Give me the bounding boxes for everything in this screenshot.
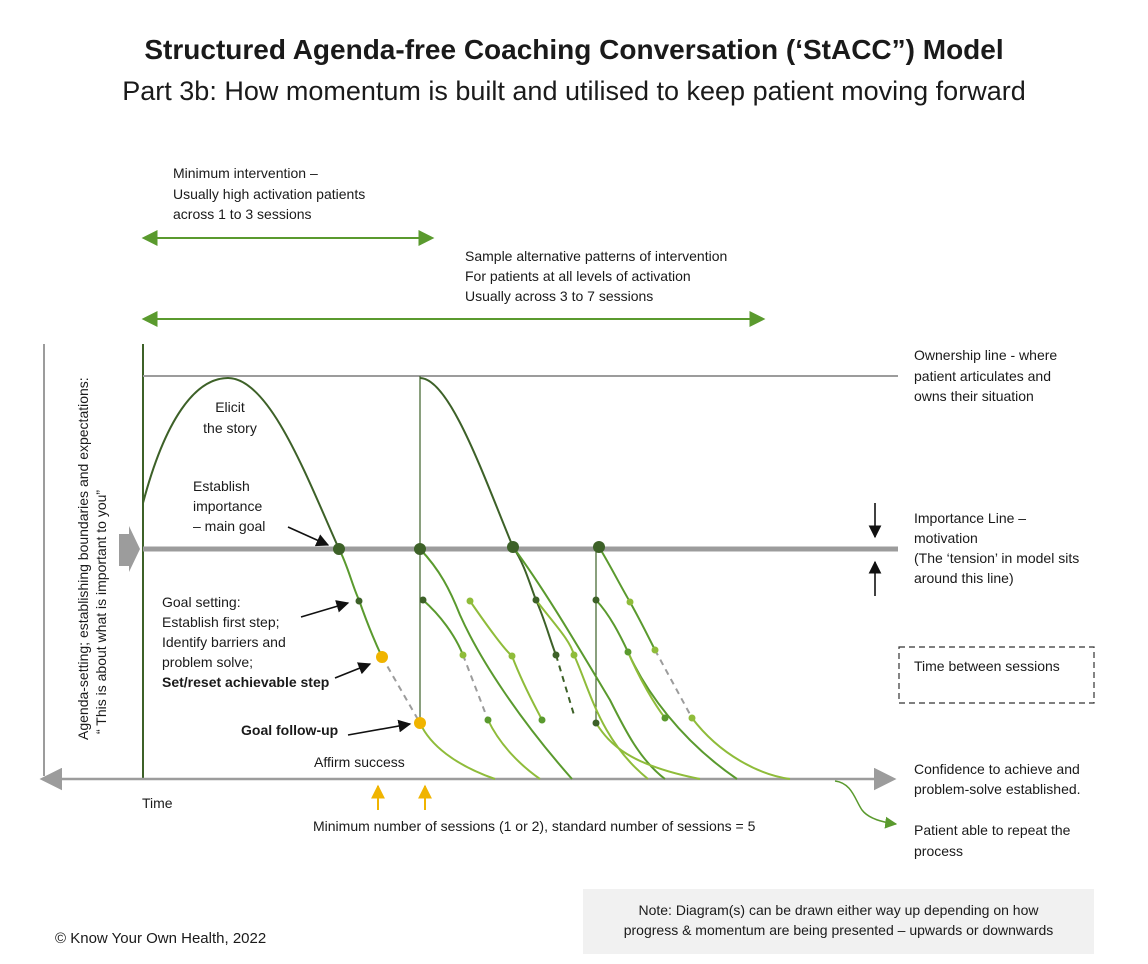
importance-dot-3 bbox=[507, 541, 519, 553]
min-intervention-label: Minimum intervention – Usually high acti… bbox=[173, 165, 365, 222]
dashed-reset-1 bbox=[381, 656, 421, 724]
set-reset-label: Set/reset achievable step bbox=[162, 674, 329, 690]
followup-curve-1 bbox=[419, 722, 496, 780]
copyright: © Know Your Own Health, 2022 bbox=[55, 930, 267, 947]
time-label: Time bbox=[142, 795, 173, 811]
min-sessions-label: Minimum number of sessions (1 or 2), sta… bbox=[313, 818, 756, 834]
importance-dot-1 bbox=[333, 543, 345, 555]
time-between-sessions-box bbox=[898, 646, 1095, 704]
dashed-reset-4 bbox=[654, 649, 693, 719]
svg-text:problem solve;: problem solve; bbox=[162, 654, 253, 670]
entry-arrow bbox=[119, 526, 140, 572]
svg-text:problem-solve established.: problem-solve established. bbox=[914, 781, 1081, 797]
affirm-label: Affirm success bbox=[314, 754, 405, 770]
vertical-axis-label: Agenda-setting; establishing boundaries … bbox=[75, 377, 109, 740]
second-session-curve bbox=[419, 377, 514, 548]
set-reset-arrow bbox=[334, 662, 372, 679]
descent-curve-3b bbox=[512, 546, 666, 780]
followup-curve-4 bbox=[691, 717, 791, 780]
svg-text:Establish first step;: Establish first step; bbox=[162, 614, 280, 630]
time-between-sessions-label: Time between sessions bbox=[914, 658, 1060, 674]
svg-text:Minimum intervention –: Minimum intervention – bbox=[173, 165, 318, 181]
svg-text:Patient able to repeat the: Patient able to repeat the bbox=[914, 822, 1071, 838]
svg-text:Usually high activation patien: Usually high activation patients bbox=[173, 186, 365, 202]
elicit-story-curve bbox=[142, 376, 340, 550]
note-line-1: Note: Diagram(s) can be drawn either way… bbox=[638, 902, 1039, 918]
page-subtitle: Part 3b: How momentum is built and utili… bbox=[122, 76, 1026, 106]
svg-text:motivation: motivation bbox=[914, 530, 978, 546]
svg-text:Confidence to achieve and: Confidence to achieve and bbox=[914, 761, 1080, 777]
goal-followup-arrow bbox=[347, 719, 412, 736]
svg-text:Importance Line –: Importance Line – bbox=[914, 510, 1026, 526]
svg-text:importance: importance bbox=[193, 498, 262, 514]
goal-setting-label: Goal setting: Establish first step; Iden… bbox=[162, 594, 329, 690]
goal-followup-label: Goal follow-up bbox=[241, 722, 338, 738]
dashed-reset-3 bbox=[555, 654, 575, 716]
svg-text:owns their situation: owns their situation bbox=[914, 388, 1034, 404]
followup-dot bbox=[414, 717, 426, 729]
descent-curve-3c bbox=[535, 599, 649, 780]
importance-label: Importance Line – motivation (The ‘tensi… bbox=[914, 510, 1079, 586]
svg-text:“ This is about what is impor: “ This is about what is important to you… bbox=[93, 490, 109, 734]
descent-curve-4b bbox=[595, 599, 738, 780]
establish-label: Establish importance – main goal bbox=[193, 478, 265, 534]
followup-curve-2 bbox=[487, 719, 541, 780]
goal-setting-arrow bbox=[300, 600, 350, 618]
confidence-label: Confidence to achieve and problem-solve … bbox=[914, 761, 1081, 797]
svg-text:– main goal: – main goal bbox=[193, 518, 265, 534]
descent-curve-4a bbox=[598, 546, 656, 651]
svg-text:(The ‘tension’ in model sits: (The ‘tension’ in model sits bbox=[914, 550, 1079, 566]
dashed-reset-2 bbox=[462, 654, 489, 721]
svg-text:across 1 to 3 sessions: across 1 to 3 sessions bbox=[173, 206, 312, 222]
alternative-patterns-label: Sample alternative patterns of intervent… bbox=[465, 248, 727, 304]
importance-dot-4 bbox=[593, 541, 605, 553]
repeat-label: Patient able to repeat the process bbox=[914, 822, 1071, 859]
ownership-label: Ownership line - where patient articulat… bbox=[914, 347, 1057, 404]
svg-text:process: process bbox=[914, 843, 963, 859]
descent-curve-2a bbox=[419, 548, 573, 780]
svg-text:the story: the story bbox=[203, 420, 257, 436]
svg-text:Goal setting:: Goal setting: bbox=[162, 594, 241, 610]
descent-curve-2b bbox=[422, 599, 464, 656]
establish-arrow bbox=[287, 526, 330, 547]
svg-text:Agenda-setting; establishing b: Agenda-setting; establishing boundaries … bbox=[75, 377, 91, 740]
repeat-process-arrow bbox=[834, 780, 898, 829]
page-title: Structured Agenda-free Coaching Conversa… bbox=[144, 34, 1004, 65]
descent-curve-2c bbox=[469, 600, 543, 721]
elicit-label: Elicit the story bbox=[203, 399, 257, 436]
svg-text:Establish: Establish bbox=[193, 478, 250, 494]
svg-text:patient articulates and: patient articulates and bbox=[914, 368, 1051, 384]
note-line-2: progress & momentum are being presented … bbox=[623, 922, 1054, 938]
note-box: Note: Diagram(s) can be drawn either way… bbox=[583, 889, 1094, 954]
importance-dot-2 bbox=[414, 543, 426, 555]
svg-text:Usually across 3 to 7 sessions: Usually across 3 to 7 sessions bbox=[465, 288, 653, 304]
svg-text:Sample alternative patterns of: Sample alternative patterns of intervent… bbox=[465, 248, 727, 264]
set-reset-dot bbox=[376, 651, 388, 663]
step-dots bbox=[355, 596, 696, 727]
svg-text:around this line): around this line) bbox=[914, 570, 1014, 586]
svg-text:Ownership line - where: Ownership line - where bbox=[914, 347, 1057, 363]
followup-curve-4b bbox=[595, 722, 701, 780]
svg-text:For patients at all levels of: For patients at all levels of activation bbox=[465, 268, 691, 284]
svg-text:Identify barriers and: Identify barriers and bbox=[162, 634, 286, 650]
svg-text:Elicit: Elicit bbox=[215, 399, 245, 415]
descent-curve-4c bbox=[627, 651, 666, 719]
